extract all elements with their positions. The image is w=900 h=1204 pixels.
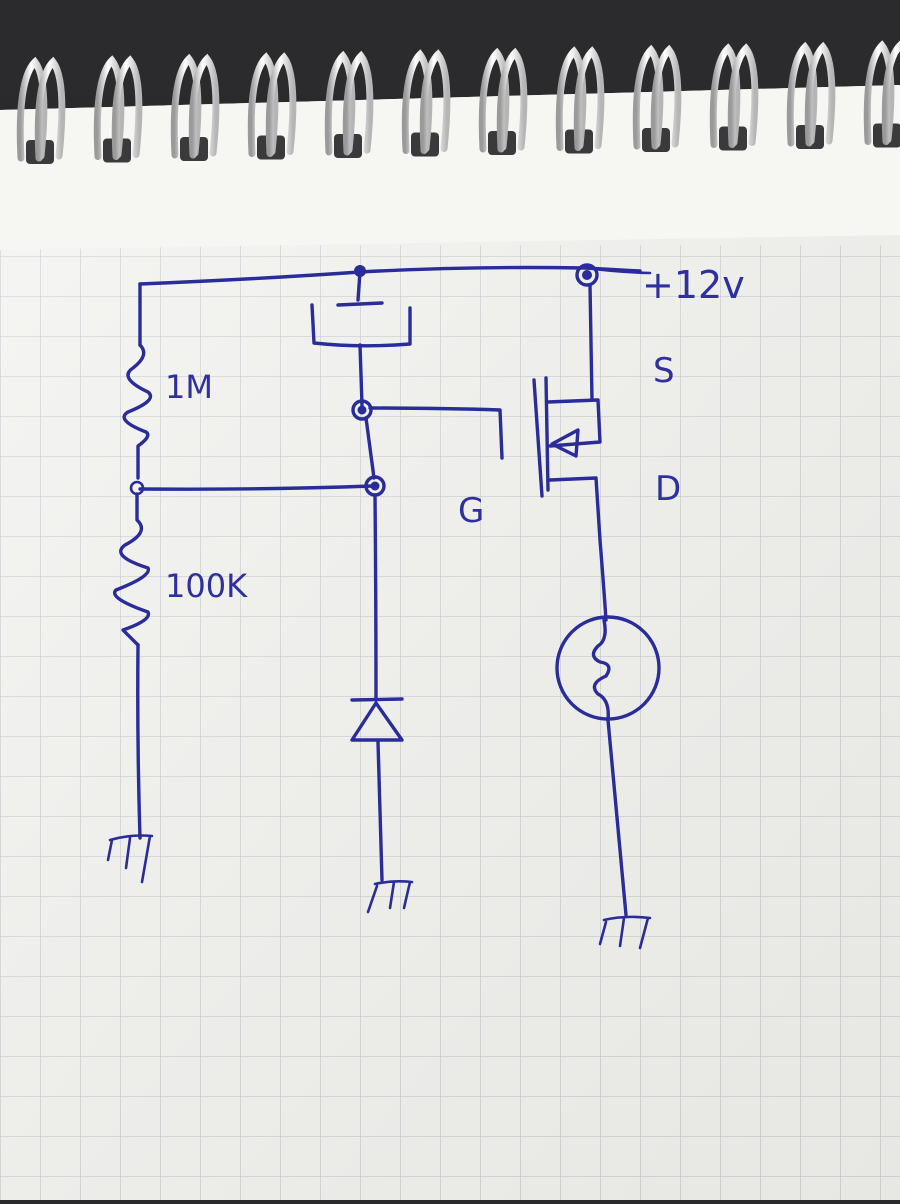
spiral-ring: [247, 52, 279, 157]
pushbutton-plunger: [336, 301, 384, 307]
divider-to-gate-wire: [138, 484, 374, 491]
diode-bar: [350, 697, 404, 702]
spiral-ring: [324, 50, 356, 156]
label-r-bottom: 100K: [165, 567, 248, 605]
table-background: [0, 0, 900, 95]
lamp-filament: [591, 618, 611, 722]
spiral-ring: [650, 44, 682, 150]
label-r-top: 1M: [165, 368, 213, 406]
spiral-ring: [709, 43, 741, 148]
mosfet-channel-plate: [544, 376, 550, 492]
spiral-ring: [632, 44, 664, 150]
spiral-ring: [804, 41, 836, 147]
supply-terminal-node: [575, 263, 599, 287]
spiral-ring: [478, 47, 510, 153]
label-supply: +12v: [642, 263, 745, 307]
lamp-lower-wire: [606, 718, 628, 917]
ground-symbol-right: [598, 915, 652, 950]
spiral-ring: [786, 41, 818, 147]
supply-terminal-wire: [584, 266, 652, 275]
spiral-ring: [342, 50, 374, 156]
ground-symbol-left: [106, 834, 154, 884]
label-source: S: [653, 351, 675, 391]
switch-to-gate-wire: [358, 343, 364, 407]
spiral-ring: [555, 46, 587, 151]
labels: +12v 1M 100K G S D: [165, 263, 745, 605]
gate-lead-wire: [368, 406, 504, 460]
label-drain: D: [655, 469, 681, 509]
spiral-ring: [34, 56, 66, 162]
spiral-ring: [863, 40, 895, 145]
mosfet-drain-leg: [548, 476, 608, 622]
label-gate: G: [458, 491, 484, 531]
spiral-ring: [727, 43, 759, 148]
mosfet-gate-plate: [532, 378, 544, 498]
spiral-ring: [93, 55, 125, 160]
spiral-ring: [496, 47, 528, 153]
spiral-ring: [16, 56, 48, 162]
spiral-ring: [111, 55, 143, 160]
switch-top-wire: [356, 270, 362, 302]
resistor-100K: [113, 492, 151, 647]
diode-triangle: [350, 701, 404, 742]
ground-symbol-middle: [366, 880, 414, 914]
spiral-ring: [170, 53, 202, 159]
switch-node: [351, 399, 373, 421]
spiral-ring: [265, 52, 297, 157]
left-ground-wire: [136, 643, 142, 840]
spiral-binding: [16, 40, 900, 164]
mosfet-arrow: [550, 428, 580, 458]
resistor-1M: [122, 343, 153, 480]
spiral-ring: [419, 49, 451, 154]
spiral-ring: [188, 53, 220, 159]
mosfet-source-wire: [588, 283, 594, 402]
switch-node-to-gate-node: [364, 416, 376, 480]
circuit-schematic: [106, 263, 661, 950]
mosfet-source-leg: [546, 398, 602, 448]
diode-upper-wire: [373, 493, 378, 702]
diode-lower-wire: [376, 740, 384, 882]
spiral-ring: [573, 46, 605, 151]
spiral-ring: [401, 49, 433, 154]
